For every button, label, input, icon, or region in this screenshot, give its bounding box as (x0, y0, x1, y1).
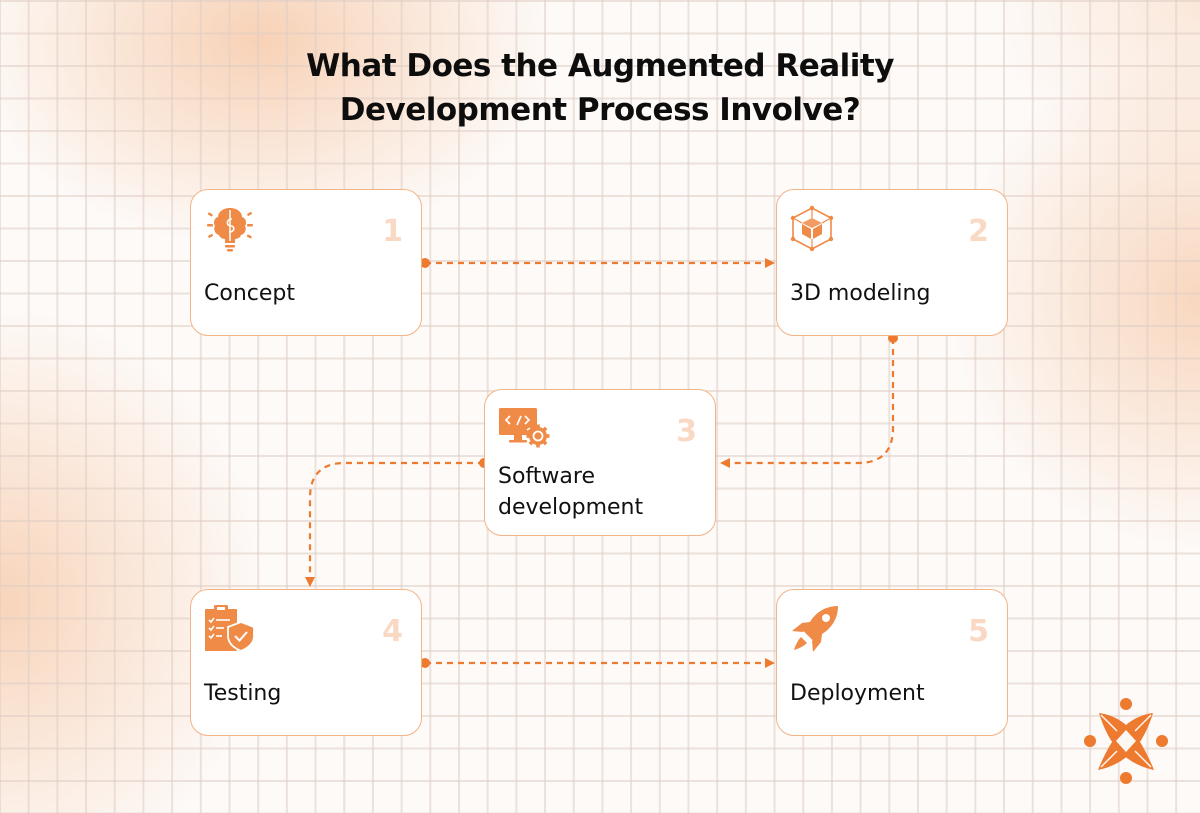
step-number: 3 (676, 414, 697, 449)
step-number: 5 (968, 614, 989, 649)
step-card-deployment: 5 Deployment (776, 589, 1008, 736)
step-card-concept: 1 Concept (190, 189, 422, 336)
code-monitor-gear-icon (499, 408, 550, 448)
3d-cube-icon (790, 205, 834, 252)
clipboard-shield-icon (205, 605, 255, 652)
step-label: Concept (204, 281, 295, 306)
step-label-line-1: Software (498, 464, 595, 489)
brain-bulb-icon (207, 208, 253, 252)
connector-3-to-4 (305, 461, 484, 587)
step-card-testing: 4 Testing (190, 589, 422, 736)
step-card-software-development: 3 Software development (484, 389, 716, 536)
step-label: Testing (204, 681, 282, 706)
step-number: 2 (968, 214, 989, 249)
rocket-icon (792, 606, 838, 652)
step-number: 1 (382, 214, 403, 249)
step-card-3d-modeling: 2 3D modeling (776, 189, 1008, 336)
connector-2-to-3 (720, 338, 895, 468)
step-number: 4 (382, 614, 403, 649)
step-label-line-2: development (498, 495, 644, 520)
step-label: 3D modeling (790, 281, 931, 306)
title-line-1: What Does the Augmented Reality (306, 48, 894, 84)
connector-dot-1 (420, 258, 430, 268)
title-line-2: Development Process Involve? (339, 92, 861, 128)
brand-logo-icon (1084, 698, 1168, 784)
step-label: Software development (498, 461, 643, 523)
step-label: Deployment (790, 681, 925, 706)
connector-dot-4 (420, 658, 430, 668)
page-title: What Does the Augmented Reality Developm… (0, 44, 1200, 132)
